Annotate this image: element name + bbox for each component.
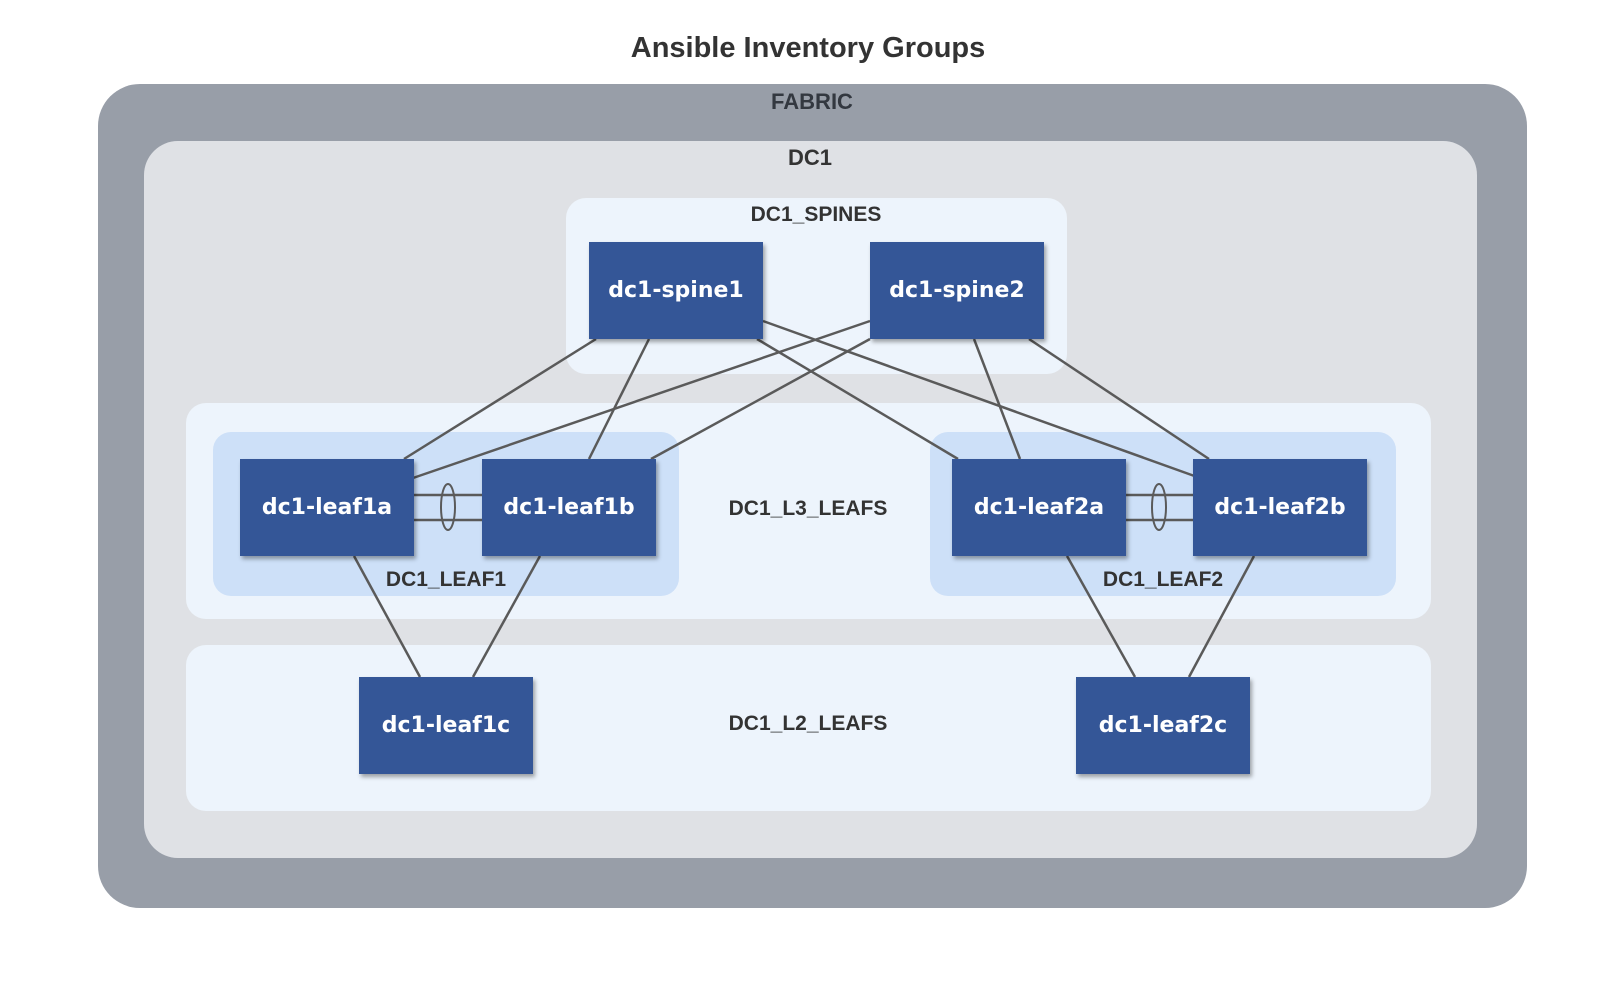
node-dc1-spine1[interactable]: dc1-spine1 — [589, 242, 763, 339]
link-leaf2b-leaf2c — [1187, 555, 1256, 678]
link-leaf1b-leaf1c — [471, 555, 542, 678]
link-spine1-leaf1a — [403, 337, 597, 461]
node-dc1-leaf2c[interactable]: dc1-leaf2c — [1076, 677, 1250, 774]
link-spine1-leaf2b — [762, 319, 1201, 480]
group-label-dc1-l3-leafs: DC1_L3_LEAFS — [728, 497, 888, 520]
group-label-dc1-leaf1: DC1_LEAF1 — [385, 568, 507, 591]
link-leaf2a-leaf2c — [1065, 555, 1137, 678]
link-spine2-leaf1b — [650, 337, 871, 461]
diagram-title: Ansible Inventory Groups — [630, 32, 986, 64]
node-dc1-leaf1c[interactable]: dc1-leaf1c — [359, 677, 533, 774]
mlag-bundle-ellipse-leaf2a-leaf2b — [1151, 483, 1167, 531]
link-spine1-leaf1b — [587, 338, 651, 460]
group-label-dc1-leaf2: DC1_LEAF2 — [1102, 568, 1224, 591]
group-label-dc1-l2-leafs: DC1_L2_LEAFS — [728, 712, 888, 735]
link-spine1-leaf2a — [756, 337, 959, 461]
link-spine2-leaf1a — [412, 319, 871, 480]
mlag-bundle-ellipse-leaf1a-leaf1b — [440, 483, 456, 531]
node-dc1-leaf2a[interactable]: dc1-leaf2a — [952, 459, 1126, 556]
node-dc1-spine2[interactable]: dc1-spine2 — [870, 242, 1044, 339]
link-spine2-leaf2a — [972, 338, 1022, 460]
link-leaf1a-leaf1c — [352, 555, 422, 678]
group-label-dc1-spines: DC1_SPINES — [750, 203, 882, 226]
link-spine2-leaf2b — [1028, 337, 1210, 461]
group-label-dc1: DC1 — [787, 145, 833, 170]
group-label-fabric: FABRIC — [771, 89, 853, 114]
node-dc1-leaf1b[interactable]: dc1-leaf1b — [482, 459, 656, 556]
node-dc1-leaf1a[interactable]: dc1-leaf1a — [240, 459, 414, 556]
node-dc1-leaf2b[interactable]: dc1-leaf2b — [1193, 459, 1367, 556]
